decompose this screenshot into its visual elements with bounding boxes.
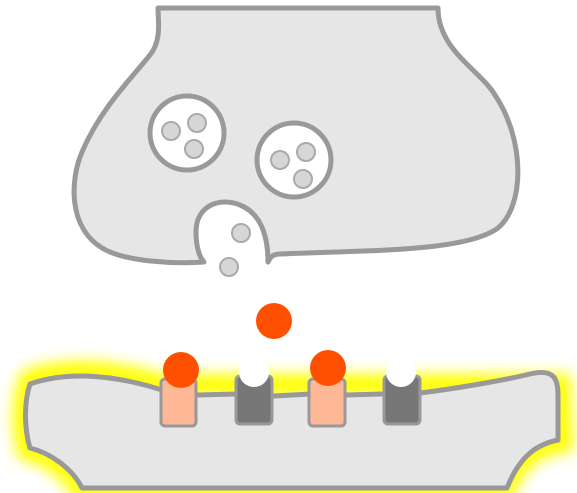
receptor-unbound — [384, 357, 420, 424]
neurotransmitter-molecule — [271, 151, 289, 169]
free-neurotransmitter — [256, 303, 292, 339]
released-molecule — [220, 258, 238, 276]
receptor-bound — [309, 350, 346, 426]
bound-neurotransmitter — [310, 350, 346, 386]
neurotransmitter-molecule — [185, 140, 203, 158]
binding-site — [386, 357, 416, 387]
neurotransmitter-molecule — [297, 143, 315, 161]
receptor-unbound — [236, 357, 272, 424]
bound-neurotransmitter — [163, 352, 199, 388]
synaptic-vesicle — [150, 96, 224, 170]
fusing-vesicle — [220, 224, 250, 276]
binding-site — [239, 357, 269, 387]
neurotransmitter-molecule — [188, 114, 206, 132]
neurotransmitter-molecule — [162, 122, 180, 140]
neurotransmitter-molecule — [294, 170, 312, 188]
released-molecule — [232, 224, 250, 242]
synaptic-vesicle — [257, 123, 331, 197]
receptor-bound — [161, 352, 199, 426]
